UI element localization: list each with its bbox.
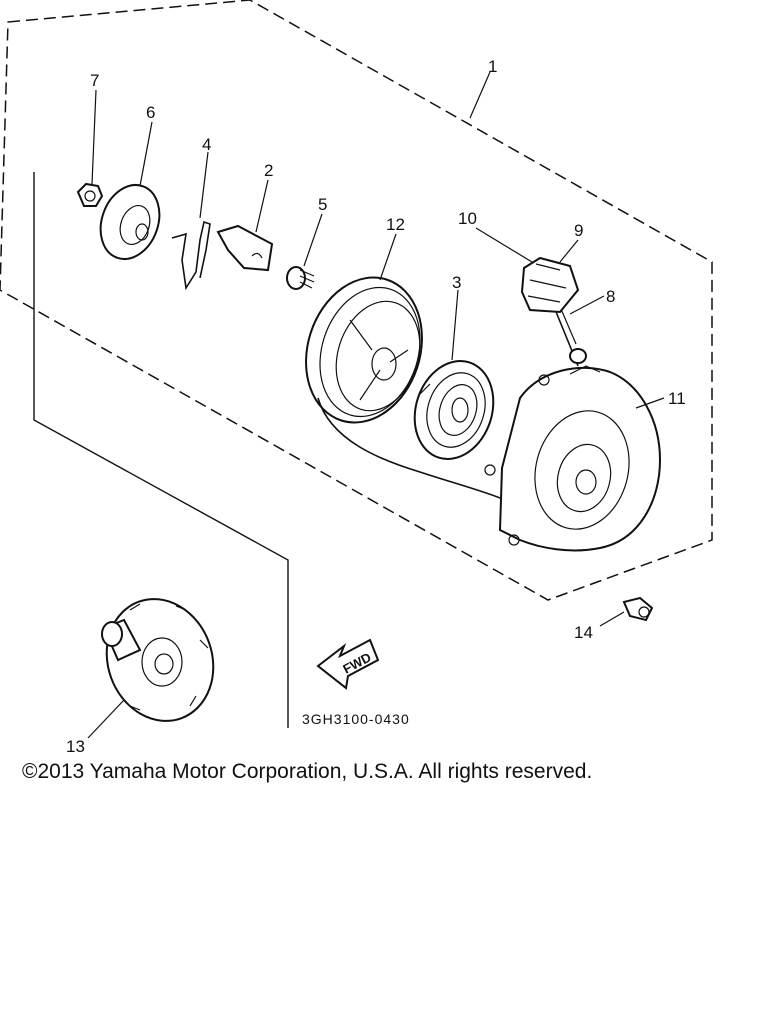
part-13-bracket	[33, 172, 289, 728]
callout-8: 8	[606, 287, 615, 306]
callout-1: 1	[488, 57, 497, 76]
part-5-spring	[286, 266, 315, 290]
part-9-handle	[520, 256, 580, 314]
part-14-screw	[622, 596, 654, 622]
callout-2: 2	[264, 161, 273, 180]
callout-4: 4	[202, 135, 211, 154]
part-11-housing	[484, 365, 662, 552]
parts-diagram: FWD 7 6 4 2 5 12 3 10 9 8 11 1 14 13 3GH…	[0, 0, 713, 756]
fwd-arrow-icon: FWD	[316, 638, 380, 690]
callout-13: 13	[66, 737, 85, 756]
callout-7: 7	[90, 71, 99, 90]
callout-10: 10	[458, 209, 477, 228]
part-7-nut	[76, 182, 104, 207]
callout-3: 3	[452, 273, 461, 292]
part-3-recoil-spring	[413, 360, 495, 460]
leader-lines	[87, 71, 665, 739]
callout-12: 12	[386, 215, 405, 234]
part-8-grommet	[569, 348, 587, 364]
starter-rope	[317, 397, 501, 499]
part-4-spring	[171, 220, 211, 291]
callout-9: 9	[574, 221, 583, 240]
callout-14: 14	[574, 623, 593, 642]
part-2-pawl	[216, 224, 274, 272]
drawing-code: 3GH3100-0430	[302, 711, 410, 727]
part-6-plate	[99, 184, 161, 260]
callout-11: 11	[668, 389, 686, 408]
part-12-pulley	[305, 276, 423, 424]
callout-5: 5	[318, 195, 327, 214]
callout-6: 6	[146, 103, 155, 122]
part-13-drive-pulley	[101, 598, 215, 722]
assembly-boundary	[0, 0, 713, 601]
copyright-notice: ©2013 Yamaha Motor Corporation, U.S.A. A…	[22, 760, 593, 783]
